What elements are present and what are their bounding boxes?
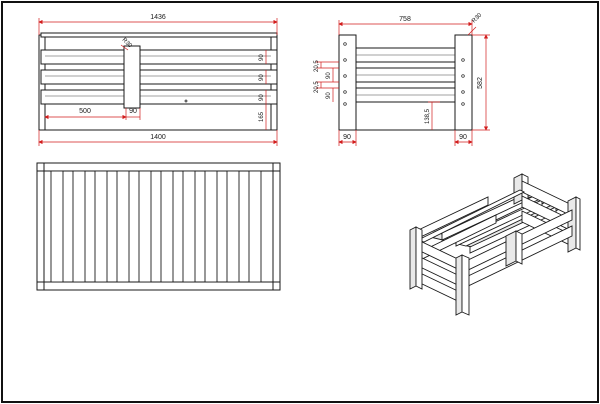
top-slat <box>182 170 196 283</box>
top-plan-view <box>36 162 281 291</box>
dim-front-offset-500: 500 <box>79 108 91 115</box>
dim-side-gap-20-5-a: 20,5 <box>314 60 320 72</box>
dim-front-gap-3: 90 <box>259 94 265 101</box>
top-slat <box>160 170 174 283</box>
front-board-1 <box>40 49 278 65</box>
side-left-post <box>338 34 357 131</box>
top-slat <box>94 170 108 283</box>
top-frame-outer <box>36 162 281 291</box>
dim-side-overall-width: 758 <box>399 16 411 23</box>
front-elevation-view <box>38 32 278 131</box>
dim-front-overall-width: 1436 <box>150 14 166 21</box>
front-top-rail <box>40 32 278 38</box>
side-right-post <box>454 34 473 131</box>
top-slat <box>248 170 262 283</box>
top-frame-inner <box>43 170 274 283</box>
dim-front-bottom-height: 165 <box>259 111 265 122</box>
dim-front-inner-length: 1400 <box>150 134 166 141</box>
dim-side-gap-90-b: 90 <box>326 92 332 99</box>
dim-side-gap-90-a: 90 <box>326 72 332 79</box>
dim-side-left-post: 90 <box>343 134 351 141</box>
dim-side-bottom-138-5: 138,5 <box>425 108 431 124</box>
dim-side-right-post: 90 <box>459 134 467 141</box>
front-middle-post <box>123 45 141 109</box>
dim-side-gap-20-5-b: 20,5 <box>314 81 320 93</box>
top-slat <box>72 170 86 283</box>
dim-side-radius: R30 <box>471 12 483 24</box>
side-elevation-view <box>338 34 473 131</box>
isometric-view <box>409 173 581 316</box>
dim-front-gap-1: 90 <box>259 54 265 61</box>
dim-front-post-width: 90 <box>129 108 137 115</box>
top-slat <box>116 170 130 283</box>
front-board-3 <box>40 89 278 105</box>
dim-front-gap-2: 90 <box>259 74 265 81</box>
top-slat <box>50 170 64 283</box>
front-board-2 <box>40 69 278 85</box>
top-slat <box>138 170 152 283</box>
top-slat <box>204 170 218 283</box>
dim-side-total-height: 582 <box>477 77 484 89</box>
top-slat <box>226 170 240 283</box>
